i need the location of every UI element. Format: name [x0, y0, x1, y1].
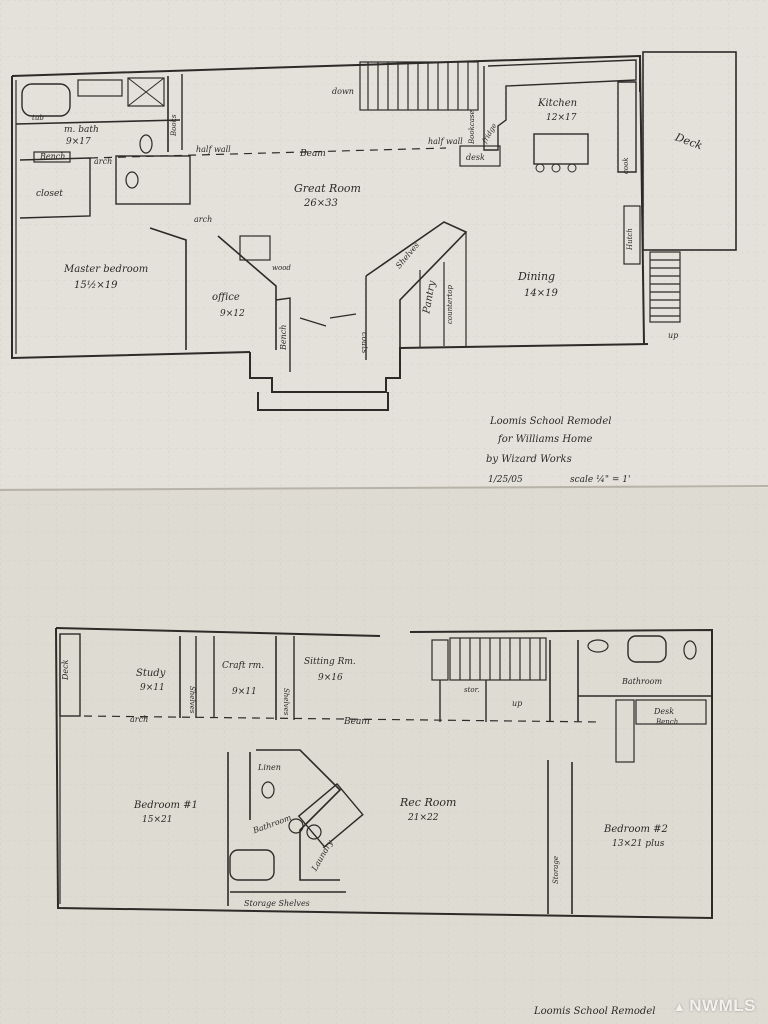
label-bedroom1: Bedroom #1: [133, 800, 198, 811]
label-beam-lower: Beam: [343, 717, 370, 727]
label-rec-size: 21×22: [407, 813, 439, 823]
label-bench-entry: Bench: [279, 325, 288, 351]
lower-floor-plan: [55, 627, 713, 920]
label-kitchen: Kitchen: [537, 98, 577, 109]
label-study: Study: [136, 668, 166, 679]
label-storage-shelves: Storage Shelves: [244, 899, 310, 908]
title-line-3: by Wizard Works: [486, 454, 572, 465]
label-closet: closet: [36, 189, 63, 199]
label-books: Books: [170, 114, 178, 137]
title-line-1: Loomis School Remodel: [489, 416, 611, 427]
label-coats: coats: [360, 332, 369, 353]
watermark: ▲NWMLS: [673, 996, 756, 1016]
label-shelves-1: Shelves: [188, 686, 196, 714]
label-craft-size: 9×11: [232, 687, 257, 697]
watermark-text: NWMLS: [689, 996, 756, 1015]
label-wood: wood: [272, 264, 291, 272]
title-scale: scale ¼" = 1': [570, 474, 630, 485]
title-date: 1/25/05: [488, 475, 523, 485]
label-great-room-size: 26×33: [303, 198, 338, 209]
label-hutch: Hutch: [626, 228, 634, 251]
label-cook: cook: [622, 157, 630, 174]
label-rec-room: Rec Room: [399, 796, 456, 809]
label-desk-upper: desk: [466, 153, 485, 162]
label-down: down: [332, 87, 354, 96]
lower-floor-labels: Deck Study 9×11 Shelves Craft rm. 9×11 S…: [61, 657, 678, 908]
label-bedroom2: Bedroom #2: [603, 824, 668, 835]
label-master-bath: m. bath: [64, 125, 99, 135]
label-master-bath-size: 9×17: [66, 137, 91, 147]
label-bedroom2-size: 13×21 plus: [612, 839, 665, 849]
label-arch-2: arch: [194, 215, 212, 224]
label-craft: Craft rm.: [222, 661, 264, 671]
label-beam-upper: Beam: [299, 149, 326, 159]
upper-floor-plan: [11, 51, 737, 411]
label-arch-lower: arch: [130, 715, 148, 724]
label-dining: Dining: [517, 270, 555, 283]
label-shelves-2: Shelves: [282, 688, 290, 716]
paper-fold: [0, 485, 768, 491]
label-master-bedroom-size: 15½×19: [74, 280, 118, 291]
label-half-wall-2: half wall: [428, 137, 463, 146]
label-bookcase: Bookcase: [468, 110, 476, 145]
label-linen: Linen: [257, 763, 281, 772]
label-office-size: 9×12: [220, 309, 245, 319]
upper-floor-labels: m. bath 9×17 Bench closet tub Books arch…: [32, 87, 705, 353]
label-desk-lower: Desk: [653, 707, 674, 716]
label-dining-size: 14×19: [524, 288, 558, 299]
label-kitchen-size: 12×17: [546, 113, 577, 123]
label-arch-1: arch: [94, 157, 112, 166]
label-tub: tub: [32, 114, 44, 122]
label-sitting: Sitting Rm.: [304, 657, 356, 667]
label-bench-bath: Bench: [39, 152, 65, 161]
label-great-room: Great Room: [294, 182, 361, 195]
label-up-lower: up: [512, 699, 522, 708]
label-deck-lower: Deck: [61, 659, 70, 681]
label-storage: Storage: [552, 856, 560, 884]
label-bedroom1-size: 15×21: [142, 815, 172, 825]
label-half-wall-1: half wall: [196, 145, 231, 154]
footer-title: Loomis School Remodel: [533, 1006, 655, 1017]
label-hall-stor: stor.: [464, 686, 479, 694]
label-sitting-size: 9×16: [318, 673, 343, 683]
label-office: office: [212, 292, 240, 303]
label-bathroom: Bathroom: [621, 677, 662, 686]
label-countertop: countertop: [446, 285, 454, 324]
label-up-upper: up: [668, 331, 678, 340]
label-master-bedroom: Master bedroom: [63, 264, 148, 275]
title-line-2: for Williams Home: [497, 434, 593, 445]
label-study-size: 9×11: [140, 683, 165, 693]
label-bench-lower: Bench: [655, 718, 678, 726]
title-block: Loomis School Remodel for Williams Home …: [486, 416, 630, 485]
watermark-logo-icon: ▲: [672, 999, 687, 1014]
